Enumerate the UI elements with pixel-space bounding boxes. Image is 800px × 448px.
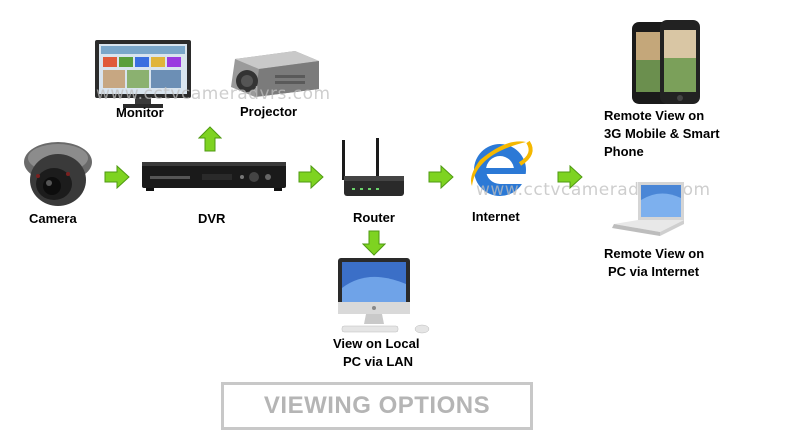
camera-icon — [24, 142, 92, 206]
arrow-right-icon — [557, 165, 583, 189]
smartphone-icon — [632, 20, 700, 104]
projector-icon — [231, 51, 319, 97]
laptop-icon — [612, 182, 684, 236]
arrow-right-icon — [298, 165, 324, 189]
arrow-right-icon — [104, 165, 130, 189]
internet-explorer-icon — [471, 140, 533, 196]
router-icon — [342, 138, 404, 196]
watermark-top: www.cctvcameradvrs.com — [96, 84, 331, 104]
dvr-label: DVR — [198, 211, 226, 226]
local-pc-label-line2: PC via LAN — [343, 354, 414, 369]
projector-label: Projector — [240, 104, 298, 119]
arrow-down-icon — [362, 230, 386, 256]
viewing-options-banner: VIEWING OPTIONS — [221, 382, 533, 430]
arrow-right-icon — [428, 165, 454, 189]
monitor-label: Monitor — [116, 105, 164, 120]
arrow-up-icon — [198, 126, 222, 152]
monitor-icon — [95, 40, 191, 108]
internet-label: Internet — [472, 209, 520, 224]
desktop-pc-icon — [338, 258, 430, 334]
mobile-label-line3: Phone — [604, 144, 644, 159]
router-label: Router — [353, 210, 395, 225]
dvr-icon — [142, 162, 286, 191]
mobile-label-line1: Remote View on — [604, 108, 705, 123]
laptop-label-line2: PC via Internet — [608, 264, 700, 279]
mobile-label-line2: 3G Mobile & Smart — [604, 126, 720, 141]
laptop-label-line1: Remote View on — [604, 246, 705, 261]
local-pc-label-line1: View on Local — [333, 336, 420, 351]
camera-label: Camera — [29, 211, 77, 226]
